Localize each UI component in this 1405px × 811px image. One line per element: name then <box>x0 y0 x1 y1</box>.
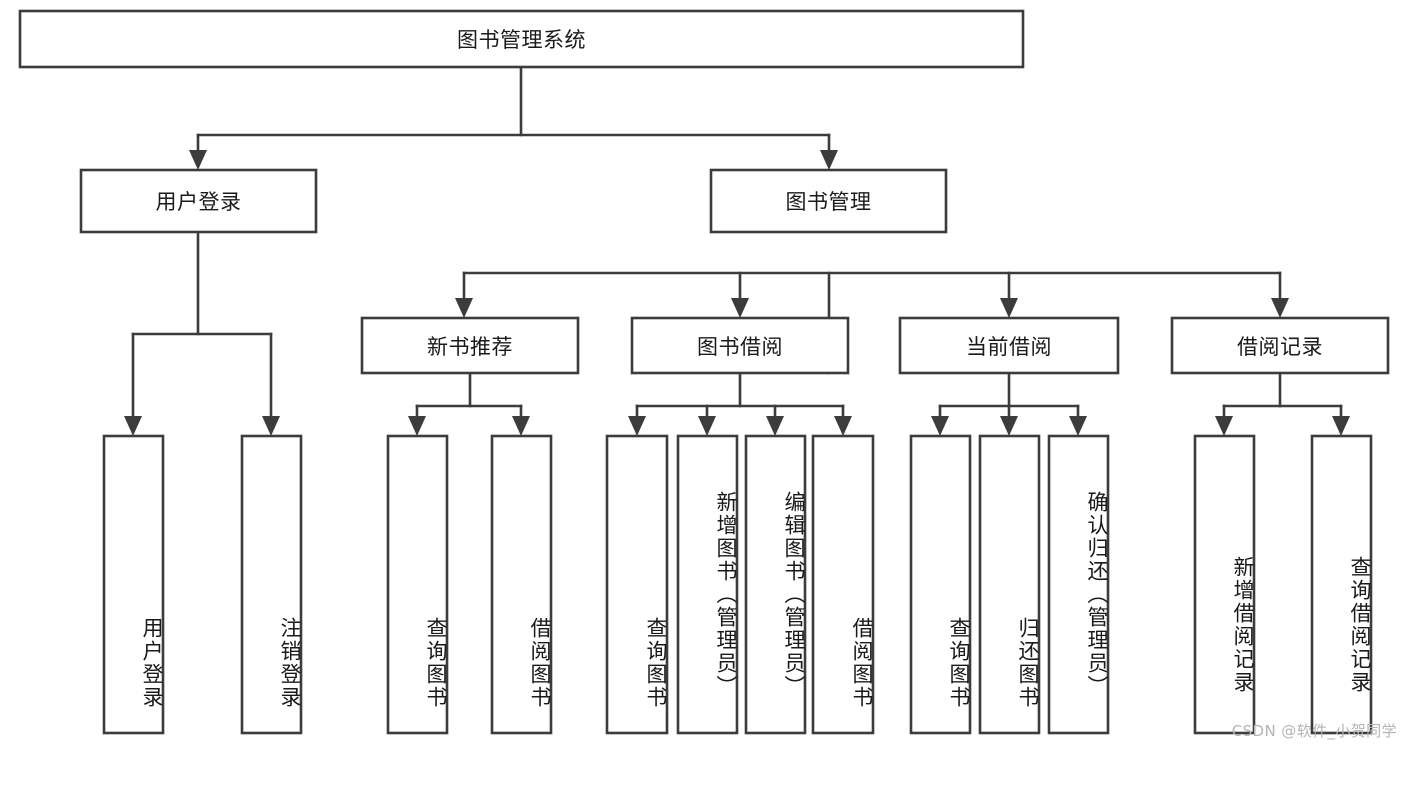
arrow-to-leaf-borrow-book-a <box>512 416 530 436</box>
arrow-to-leaf-borrow-book-b <box>834 416 852 436</box>
node-box-leaf-edit-book[interactable] <box>744 434 807 735</box>
arrow-to-leaf-query-book-a <box>408 416 426 436</box>
node-box-leaf-query-book-c[interactable] <box>909 434 972 735</box>
arrow-to-leaf-user-login <box>124 416 142 436</box>
node-box-leaf-query-record[interactable] <box>1310 434 1373 735</box>
node-box-leaf-user-login[interactable] <box>102 434 165 735</box>
node-box-new-book-recommend[interactable] <box>360 316 580 375</box>
arrow-to-book-mgmt <box>820 150 838 170</box>
node-box-user-login[interactable] <box>79 168 318 234</box>
arrow-to-leaf-add-record <box>1215 416 1233 436</box>
arrow-to-leaf-query-book-b <box>628 416 646 436</box>
arrow-to-new-book-rec <box>455 298 473 318</box>
node-box-leaf-logout[interactable] <box>240 434 303 735</box>
csdn-watermark: CSDN @软件_小贺同学 <box>1231 722 1397 740</box>
node-box-leaf-borrow-book-b[interactable] <box>811 434 875 735</box>
arrow-to-leaf-query-record <box>1332 416 1350 436</box>
arrow-to-user-login <box>189 150 207 170</box>
node-box-book-management[interactable] <box>709 168 948 234</box>
node-box-root[interactable] <box>18 9 1025 69</box>
arrow-to-leaf-query-book-c <box>931 416 949 436</box>
arrow-to-leaf-edit-book <box>766 416 784 436</box>
connector-layer <box>124 65 1350 436</box>
node-box-leaf-add-book[interactable] <box>676 434 739 735</box>
arrow-to-leaf-confirm-return <box>1069 416 1087 436</box>
node-box-leaf-return-book[interactable] <box>978 434 1041 735</box>
arrow-to-leaf-return-book <box>1000 416 1018 436</box>
node-box-leaf-borrow-book-a[interactable] <box>490 434 553 735</box>
node-box-leaf-query-book-a[interactable] <box>386 434 449 735</box>
node-box-layer <box>18 9 1390 735</box>
node-box-current-borrow[interactable] <box>898 316 1120 375</box>
arrow-to-leaf-logout <box>262 416 280 436</box>
arrow-to-current-borrow <box>1000 298 1018 318</box>
diagram-canvas: 图书管理系统 用户登录 图书管理 新书推荐 图书借阅 当前借阅 借阅记录 用户登… <box>18 9 1397 740</box>
node-box-leaf-confirm-return[interactable] <box>1047 434 1110 735</box>
node-box-borrow-record[interactable] <box>1170 316 1390 375</box>
arrow-to-borrow-record <box>1271 298 1289 318</box>
arrow-to-leaf-add-book <box>698 416 716 436</box>
arrow-to-book-borrow <box>731 298 749 318</box>
node-box-leaf-query-book-b[interactable] <box>605 434 669 735</box>
node-box-leaf-add-record[interactable] <box>1193 434 1256 735</box>
node-box-book-borrow[interactable] <box>630 316 850 375</box>
tree-diagram-svg <box>18 9 1390 735</box>
